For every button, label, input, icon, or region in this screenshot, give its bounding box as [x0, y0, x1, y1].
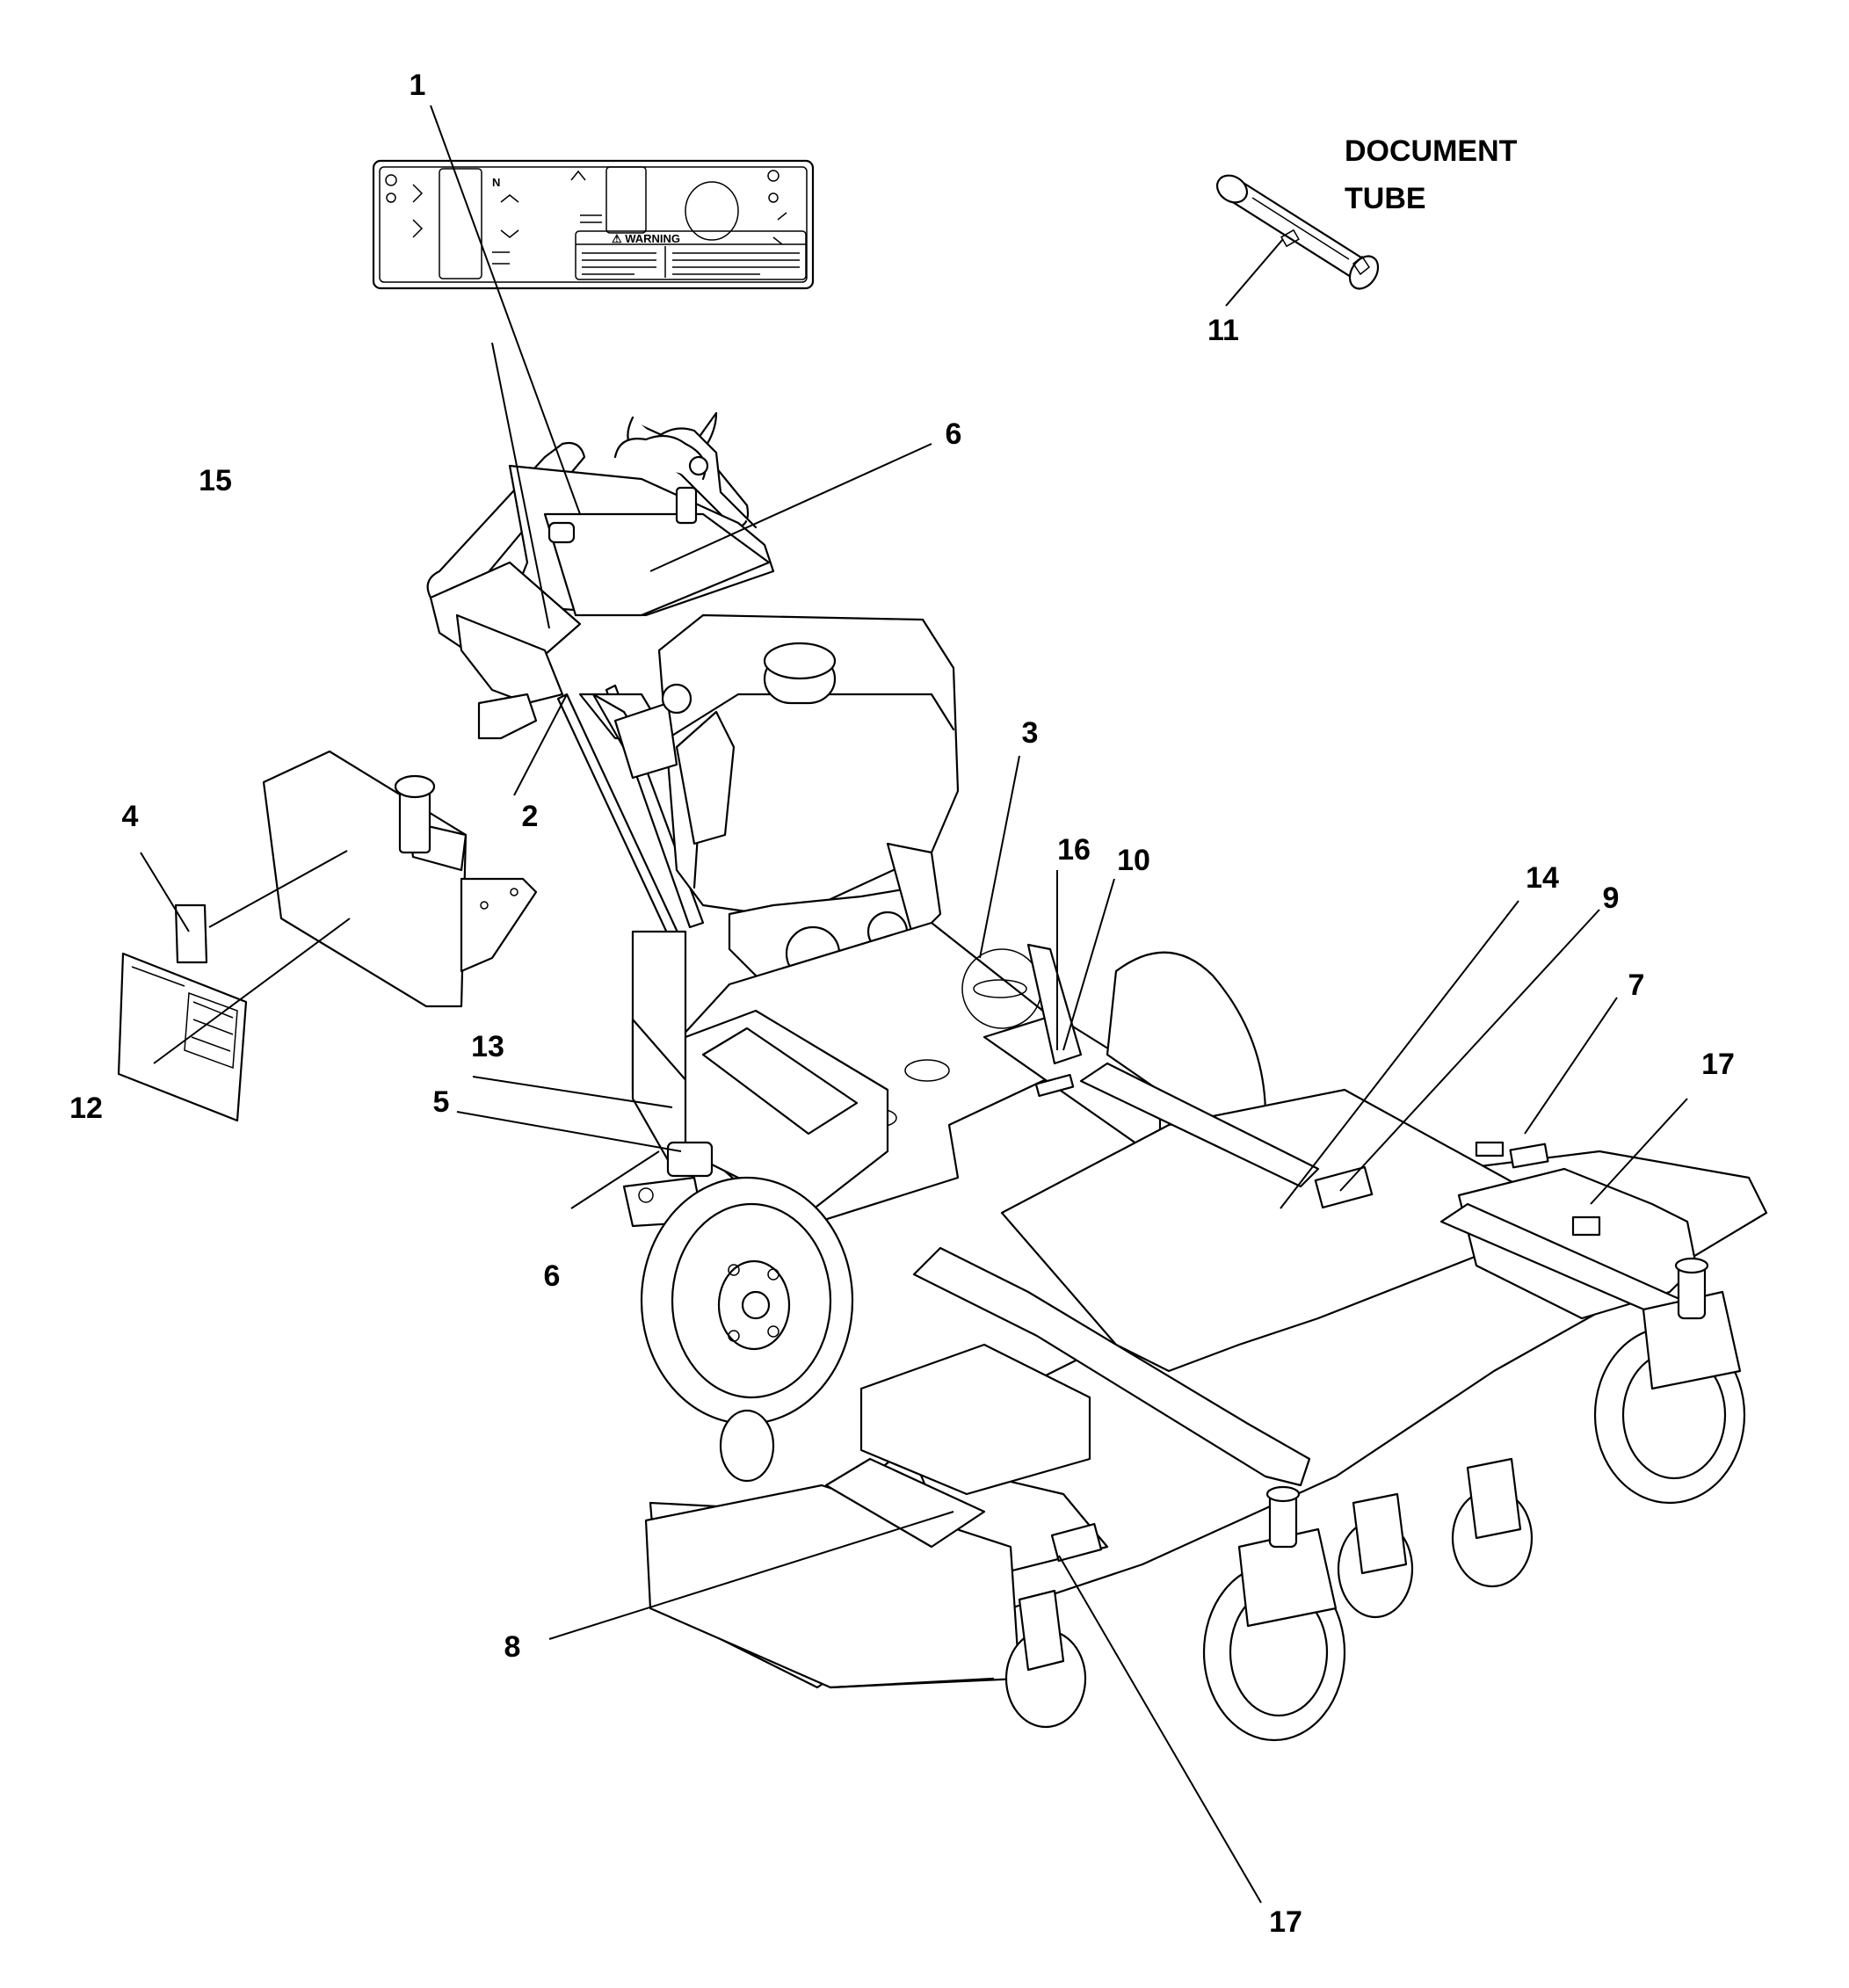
callout-6-lower: 6: [544, 1259, 561, 1293]
callout-17-bottom: 17: [1269, 1905, 1302, 1939]
callout-7: 7: [1628, 969, 1645, 1002]
decal-letter-n: N: [492, 176, 500, 189]
rear-wheel-left: [640, 1176, 854, 1426]
callout-1: 1: [410, 69, 426, 102]
callout-8: 8: [504, 1630, 521, 1664]
document-tube: [1215, 174, 1380, 290]
deck-decal-markers: [1034, 1073, 1549, 1169]
callout-15: 15: [199, 464, 232, 497]
decal-4: [174, 903, 208, 964]
callout-6-upper: 6: [946, 417, 962, 451]
control-panel-decal: N ⚠ WARNING: [372, 159, 815, 290]
callout-17-right: 17: [1701, 1048, 1735, 1081]
decal-12: [117, 952, 248, 1122]
fuel-tank: [117, 750, 538, 1122]
mower-deck: [644, 1062, 1768, 1689]
anti-scalp-wheels: [719, 1409, 1534, 1729]
engine: [613, 613, 960, 1021]
decal-warning-text: ⚠ WARNING: [612, 232, 680, 245]
chassis-frame: [622, 921, 1162, 1232]
callout-16: 16: [1057, 833, 1091, 867]
callout-12: 12: [69, 1092, 103, 1125]
front-caster-right: [1593, 1257, 1746, 1505]
callout-5: 5: [433, 1085, 450, 1119]
document-tube-heading-line2: TUBE: [1345, 182, 1426, 215]
callout-labels: 1 2 3 4 5 6 6 7 8 9 10 11 12 13 14 15 16…: [69, 69, 1735, 1939]
callout-14: 14: [1526, 861, 1559, 895]
leader-lines: [140, 105, 1688, 1904]
callout-4: 4: [122, 800, 139, 833]
front-caster-left: [1202, 1485, 1346, 1742]
callout-11: 11: [1207, 314, 1239, 347]
callout-13: 13: [471, 1030, 504, 1063]
callout-9: 9: [1603, 882, 1620, 915]
document-tube-heading-line1: DOCUMENT: [1345, 134, 1518, 168]
callout-10: 10: [1117, 844, 1150, 877]
callout-2: 2: [522, 800, 539, 833]
callout-3: 3: [1022, 716, 1039, 750]
